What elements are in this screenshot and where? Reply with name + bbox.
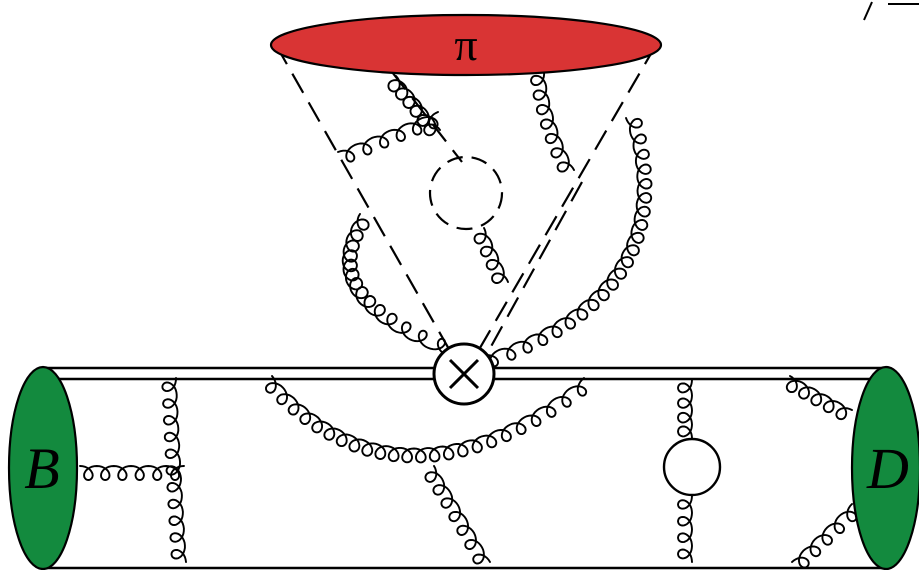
cone-right-edge xyxy=(466,45,656,372)
pion-cone xyxy=(276,45,656,372)
gluon-cone-upper-left xyxy=(338,112,438,162)
d-meson-label: D xyxy=(866,436,909,501)
gluon-loop-lower xyxy=(678,496,692,562)
gluon-loop-upper xyxy=(678,380,692,438)
pion-quark-loop xyxy=(430,157,502,229)
pion-label: π xyxy=(454,19,477,70)
gluon-long-arc xyxy=(266,376,586,462)
gluon-lower-diagonal xyxy=(425,466,490,564)
gluon-d-lower xyxy=(792,504,857,568)
circle-times-icon xyxy=(434,344,494,404)
gluon-cone-upper-right xyxy=(531,72,574,172)
gluon-cone-lower xyxy=(475,228,509,283)
gluon-d-upper xyxy=(787,376,852,419)
b-meson-label: B xyxy=(24,436,59,501)
gluon-lines xyxy=(80,72,857,568)
quark-loop-bottom xyxy=(664,439,720,495)
corner-fragment xyxy=(864,2,919,20)
gluon-left-arc xyxy=(343,214,448,356)
cone-left-edge xyxy=(276,45,462,372)
